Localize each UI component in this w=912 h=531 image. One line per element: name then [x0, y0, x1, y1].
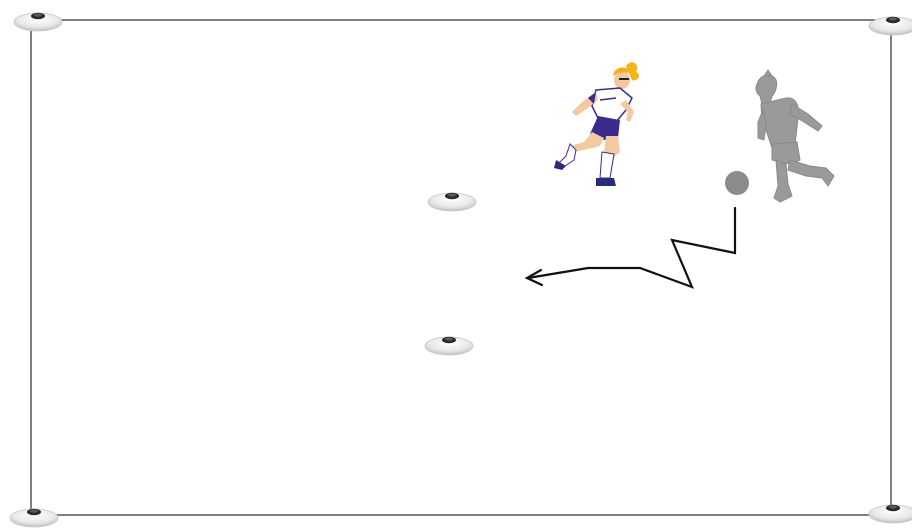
zigzag-dribble-arrow-icon	[527, 208, 735, 287]
cone-bottom-right-icon	[869, 505, 912, 523]
grey-player-silhouette-icon	[756, 70, 834, 202]
cone-gate-bottom-icon	[425, 337, 473, 355]
ball-icon	[725, 171, 749, 195]
cone-bottom-left-icon	[10, 509, 58, 527]
cone-top-left-icon	[14, 13, 62, 31]
cone-top-right-icon	[869, 17, 912, 35]
cone-gate-top-icon	[428, 193, 476, 211]
female-player-running-icon	[554, 62, 639, 186]
